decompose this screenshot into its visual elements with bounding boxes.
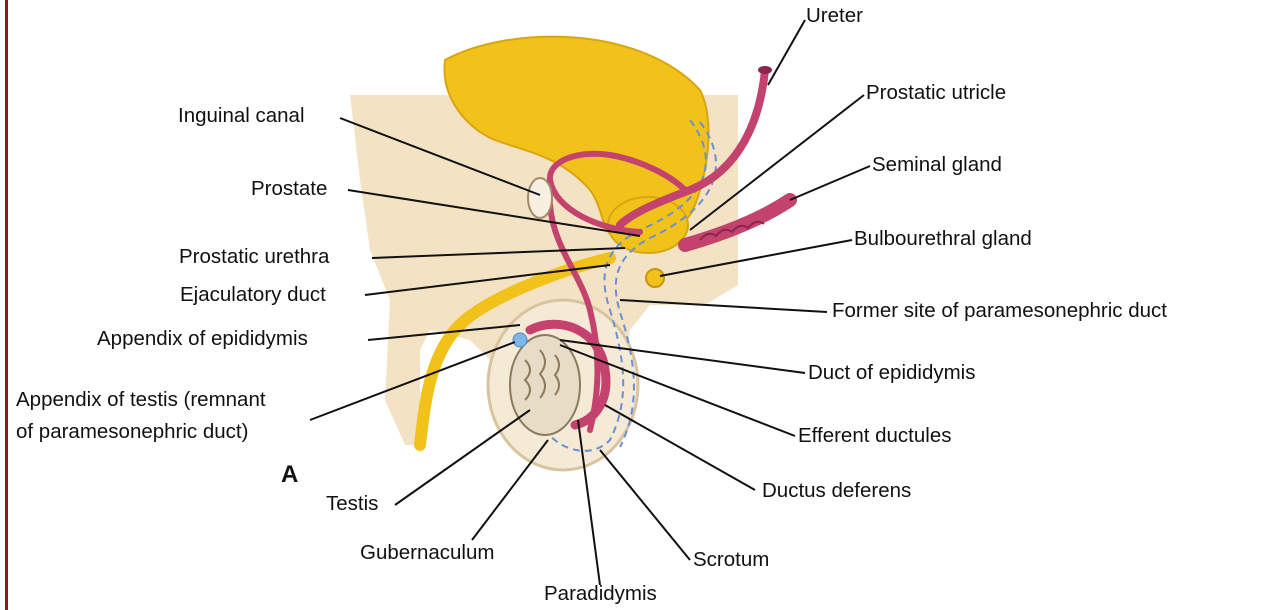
- label-seminal-gland: Seminal gland: [872, 153, 1002, 177]
- label-appendix-of-testis-1: Appendix of testis (remnant: [16, 388, 266, 412]
- panel-letter: A: [281, 461, 298, 489]
- label-ureter: Ureter: [806, 4, 863, 28]
- label-appendix-of-testis-2: of paramesonephric duct): [16, 420, 248, 444]
- appendix-testis-blue: [513, 333, 527, 347]
- label-prostate: Prostate: [251, 177, 327, 201]
- label-bulbourethral-gland: Bulbourethral gland: [854, 227, 1032, 251]
- label-duct-of-epididymis: Duct of epididymis: [808, 361, 975, 385]
- label-prostatic-urethra: Prostatic urethra: [179, 245, 329, 269]
- label-appendix-of-epididymis: Appendix of epididymis: [97, 327, 308, 351]
- label-ductus-deferens: Ductus deferens: [762, 479, 911, 503]
- label-former-site: Former site of paramesonephric duct: [832, 299, 1167, 323]
- bulbourethral-shape: [646, 269, 664, 287]
- label-inguinal-canal: Inguinal canal: [178, 104, 305, 128]
- label-gubernaculum: Gubernaculum: [360, 541, 494, 565]
- inguinal-ring: [528, 178, 552, 218]
- label-efferent-ductules: Efferent ductules: [798, 424, 951, 448]
- label-scrotum: Scrotum: [693, 548, 769, 572]
- label-testis: Testis: [326, 492, 378, 516]
- label-prostatic-utricle: Prostatic utricle: [866, 81, 1006, 105]
- label-paradidymis: Paradidymis: [544, 582, 657, 606]
- label-ejaculatory-duct: Ejaculatory duct: [180, 283, 326, 307]
